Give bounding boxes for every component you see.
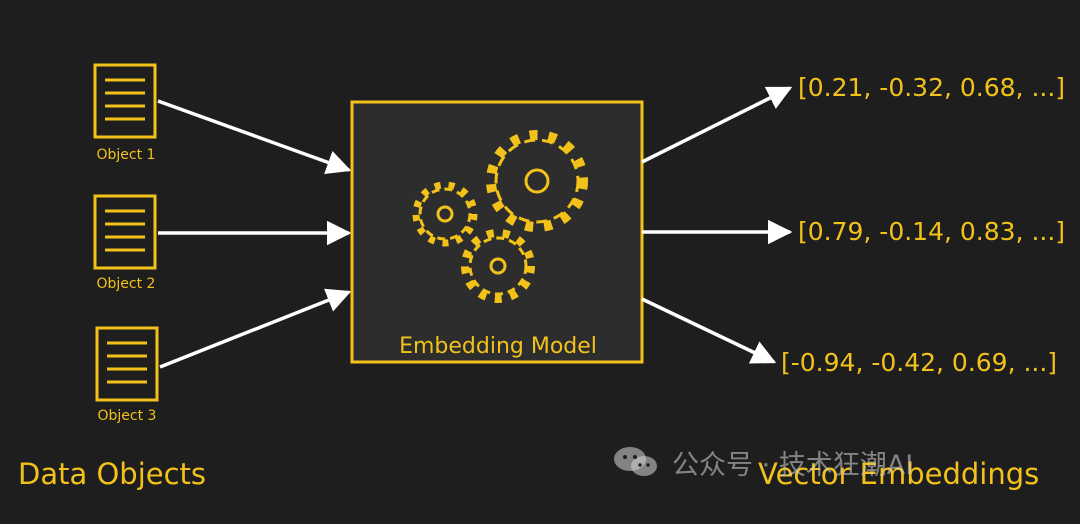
data-objects-title: Data Objects xyxy=(18,457,207,491)
watermark: 公众号 · 技术狂潮AI xyxy=(610,442,913,482)
document-icon xyxy=(93,194,157,270)
data-object-3 xyxy=(95,326,159,402)
data-object-1 xyxy=(93,63,157,139)
arrow-model-to-vector-1 xyxy=(641,86,793,164)
model-label: Embedding Model xyxy=(399,334,597,359)
wechat-icon xyxy=(614,447,657,476)
vector-embeddings-title: Vector Embeddings xyxy=(758,457,1040,491)
vector-embedding-label: [0.21, -0.32, 0.68, ...] xyxy=(798,73,1066,102)
embedding-model-box xyxy=(350,100,644,364)
arrow-object-1-to-model xyxy=(157,99,352,175)
data-object-2 xyxy=(93,194,157,270)
vector-embedding-label: [0.79, -0.14, 0.83, ...] xyxy=(798,217,1066,246)
object-label: Object 2 xyxy=(96,276,156,292)
document-icon xyxy=(95,326,159,402)
arrow-object-3-to-model xyxy=(159,288,352,369)
watermark-text: 公众号 · 技术狂潮AI xyxy=(672,449,914,481)
object-label: Object 1 xyxy=(96,147,156,163)
gear-icon-large xyxy=(486,130,588,232)
arrow-model-to-vector-3 xyxy=(641,297,777,364)
document-icon xyxy=(93,63,157,139)
gear-icon-medium xyxy=(461,229,535,303)
vector-embedding-label: [-0.94, -0.42, 0.69, ...] xyxy=(781,348,1058,377)
gear-icon-small xyxy=(412,181,478,247)
object-label: Object 3 xyxy=(97,408,157,424)
